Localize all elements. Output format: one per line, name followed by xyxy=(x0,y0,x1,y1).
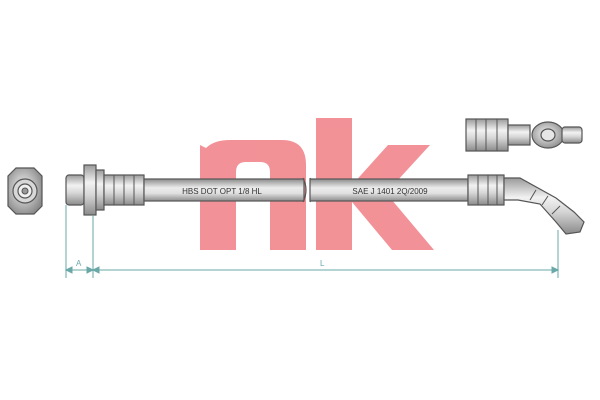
end-view-fitting xyxy=(7,167,43,215)
banjo-fitting-detail xyxy=(465,118,583,152)
hose-marking-left: HBS DOT OPT 1/8 HL xyxy=(182,187,262,196)
right-bent-fitting xyxy=(503,177,585,235)
right-ferrule xyxy=(467,174,505,206)
brake-hose: HBS DOT OPT 1/8 HL SAE J 1401 2Q/2009 xyxy=(65,164,585,235)
hose-marking-right: SAE J 1401 2Q/2009 xyxy=(352,187,428,196)
dimension-l-label: L xyxy=(320,259,325,268)
left-nut xyxy=(65,174,85,206)
dimension-a-label: A xyxy=(76,259,82,268)
hose-body-left xyxy=(143,178,305,202)
left-flange xyxy=(83,164,97,216)
break-mark xyxy=(302,177,307,203)
dimension-lines xyxy=(64,205,560,278)
